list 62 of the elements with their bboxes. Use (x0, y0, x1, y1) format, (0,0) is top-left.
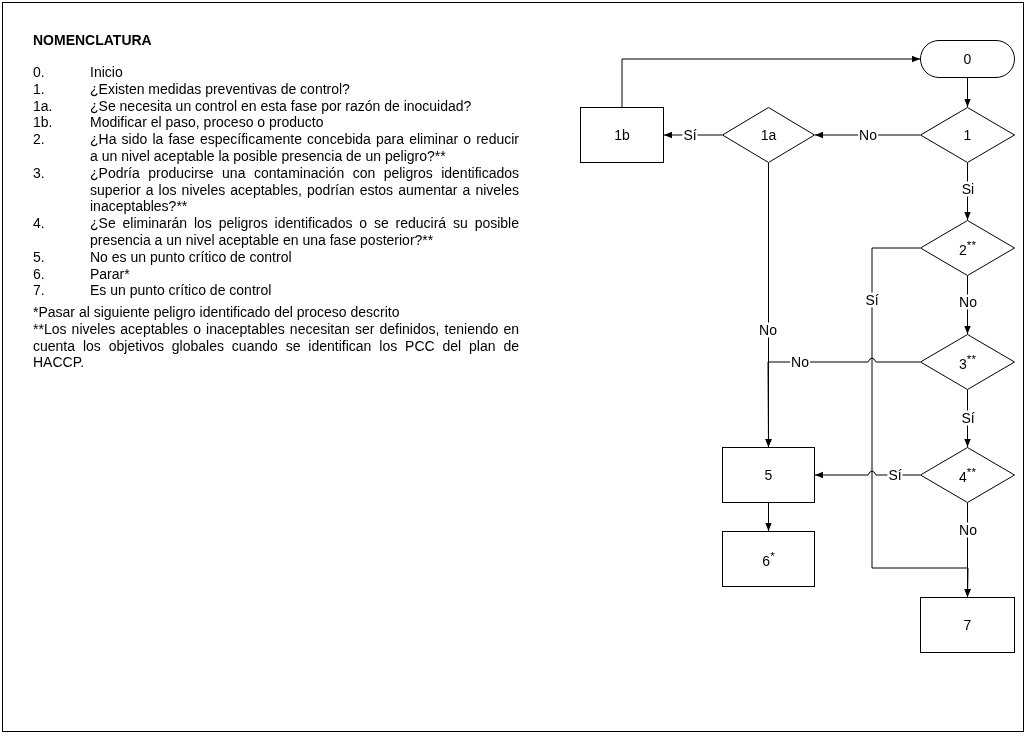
item-text: ¿Se necesita un control en esta fase por razón de inocuidad? (90, 97, 473, 115)
edge-label: Si (960, 181, 976, 197)
arrow (765, 502, 772, 532)
item-number: 4. (33, 215, 46, 234)
edge-label: No (858, 127, 878, 143)
decision-diamond (920, 334, 1015, 390)
item-number: 2. (33, 131, 46, 150)
step-number: 1b (614, 127, 630, 143)
process-box (722, 447, 815, 503)
arrow (964, 162, 971, 221)
decision-diamond (920, 220, 1015, 276)
item-text: ¿Existen medidas preventivas de control? (90, 80, 351, 98)
item-number: 1a. (33, 97, 54, 115)
item-number: 6. (33, 265, 46, 283)
process-box (920, 597, 1015, 653)
edge-label: No (790, 354, 810, 370)
edge-label: Sí (960, 410, 976, 426)
step-number: 3$^{**}$ (959, 352, 976, 372)
step-number: 1 (963, 127, 972, 143)
process-box (722, 531, 815, 587)
item-number: 7. (33, 282, 46, 300)
edge-label: Sí (864, 292, 880, 308)
step-number: 2$^{**}$ (959, 238, 976, 258)
step-number: 6$^{*}$ (762, 549, 775, 569)
item-number: 0. (33, 64, 46, 81)
edge-label: No (758, 322, 778, 338)
edge-label: Sí (682, 127, 698, 143)
heading: NOMENCLATURA (33, 32, 152, 48)
start-terminal (920, 40, 1015, 78)
decision-diamond (920, 447, 1015, 503)
arrow (871, 247, 971, 598)
edge-label: Sí (887, 467, 903, 483)
arrow (964, 77, 971, 108)
decision-diamond (722, 107, 815, 163)
item-number: 1b. (33, 114, 54, 132)
item-text: ¿Ha sido la fase específicamente concebida para eliminar o reducir a un nivel aceptable la posible presencia de un peligro?** (90, 131, 519, 165)
process-box (580, 107, 664, 163)
footnote: *Pasar al siguiente peligro identificado del proceso descrito (33, 304, 401, 321)
edge-label: No (958, 294, 978, 310)
item-text: Modificar el paso, proceso o producto (90, 114, 325, 132)
item-text: Parar* (90, 265, 131, 283)
step-number: 1a (760, 127, 777, 143)
step-number: 4$^{**}$ (959, 465, 976, 485)
arrow (964, 389, 971, 448)
item-text: Inicio (90, 64, 124, 81)
item-text: No es un punto crítico de control (90, 248, 293, 266)
step-number: 0 (963, 51, 972, 67)
item-text: ¿Se eliminarán los peligros identificados o se reducirá su posible presencia a un nivel aceptable en una fase posterior?** (90, 215, 519, 249)
item-number: 3. (33, 164, 46, 183)
step-number: 5 (764, 467, 773, 483)
decision-diamond (920, 107, 1015, 163)
arrow (765, 357, 921, 448)
arrow (814, 470, 921, 479)
footnote: **Los niveles aceptables o inaceptables necesitan ser definidos, teniendo en cuenta los objetivos globales cuando se identifican los PCC del plan de HACCP. (33, 320, 519, 372)
item-number: 5. (33, 248, 46, 266)
item-text: Es un punto crítico de control (90, 282, 273, 300)
arrow (621, 55, 921, 108)
item-text: ¿Podría producirse una contaminación con peligros identificados superior a los niveles aceptables, podrían estos aumentar a niveles inaceptables?** (90, 164, 519, 216)
arrow (964, 502, 971, 598)
item-number: 1. (33, 80, 46, 98)
edge-label: No (958, 522, 978, 538)
step-number: 7 (963, 617, 972, 633)
